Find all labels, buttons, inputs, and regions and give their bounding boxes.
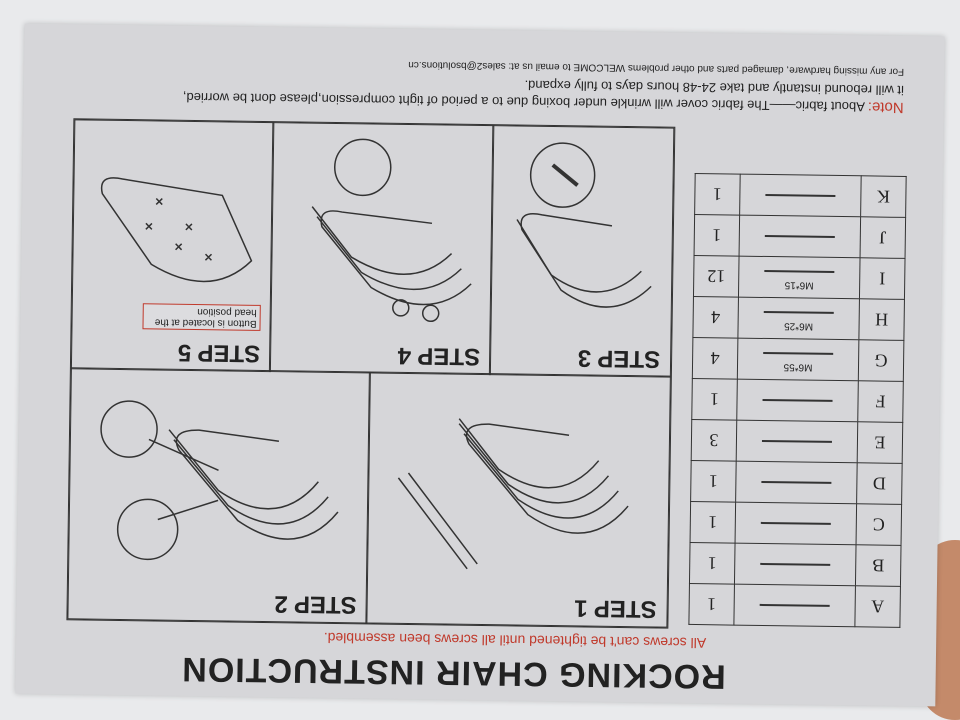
part-picture — [739, 174, 862, 217]
chair-cushion-diagram — [100, 177, 253, 283]
part-qty: 1 — [691, 378, 738, 421]
part-letter: K — [860, 175, 907, 218]
part-picture: M6*15 — [738, 256, 861, 299]
part-icon — [763, 310, 834, 314]
part-qty: 4 — [692, 296, 739, 339]
part-row: H M6*25 4 — [692, 296, 905, 341]
chair-frame-diagram — [100, 400, 339, 561]
part-letter: C — [856, 503, 902, 546]
part-picture — [733, 584, 856, 627]
note-label: Note: — [867, 98, 904, 116]
chair-frame-diagram — [311, 138, 472, 323]
subtitle: All screws can't be tightened until all … — [323, 629, 707, 652]
part-icon — [760, 562, 831, 566]
part-picture — [735, 502, 857, 545]
part-letter: J — [860, 216, 906, 259]
part-qty: 1 — [694, 214, 740, 257]
part-icon — [765, 193, 836, 197]
part-qty: 1 — [690, 460, 737, 503]
part-qty: 1 — [688, 583, 735, 626]
part-picture — [739, 215, 861, 258]
part-picture: M6*25 — [737, 297, 860, 340]
part-qty: 1 — [694, 173, 741, 216]
step-1: STEP 1 — [365, 371, 671, 628]
chair-frame-diagram — [516, 142, 652, 308]
part-spec: M6*15 — [784, 279, 814, 291]
part-letter: I — [859, 257, 906, 300]
part-icon — [762, 398, 833, 402]
part-qty: 12 — [693, 255, 740, 298]
part-spec: M6*25 — [784, 320, 814, 332]
part-row: G M6*55 4 — [692, 337, 904, 382]
part-row: I M6*15 12 — [693, 255, 906, 300]
part-picture — [735, 461, 858, 504]
step-3: STEP 3 — [488, 125, 675, 378]
part-letter: B — [855, 544, 902, 587]
step-2: STEP 2 — [67, 367, 371, 624]
part-letter: G — [858, 339, 904, 382]
part-icon — [760, 521, 831, 525]
part-qty: 3 — [691, 419, 737, 462]
part-icon — [761, 439, 832, 443]
step-5: STEP 5 Button is located at the head pos… — [70, 119, 275, 373]
fabric-note: Note: About fabric——The fabric cover wil… — [44, 51, 905, 116]
part-icon — [763, 351, 834, 355]
part-letter: A — [854, 585, 901, 628]
part-qty: 4 — [692, 337, 738, 380]
chair-frame-diagram — [397, 418, 629, 570]
part-letter: E — [857, 421, 903, 464]
part-spec: M6*55 — [783, 361, 813, 373]
part-letter: D — [856, 462, 903, 505]
part-picture — [734, 543, 857, 586]
part-letter: H — [858, 298, 905, 341]
part-icon — [764, 269, 835, 273]
part-icon — [764, 234, 835, 238]
title: ROCKING CHAIR INSTRUCTION — [181, 649, 726, 696]
step-4: STEP 4 — [268, 122, 495, 376]
part-icon — [759, 603, 830, 607]
part-qty: 1 — [690, 501, 736, 544]
support-contact: For any missing hardware, damaged parts … — [408, 58, 905, 77]
instruction-sheet: ROCKING CHAIR INSTRUCTION All screws can… — [15, 23, 945, 707]
part-picture — [736, 420, 858, 463]
part-qty: 1 — [689, 542, 736, 585]
part-icon — [761, 480, 832, 484]
steps-area: STEP 1 STEP 2 STEP 3 STEP 4 — [66, 118, 676, 629]
part-picture — [736, 379, 859, 422]
part-letter: F — [857, 380, 904, 423]
part-picture: M6*55 — [737, 338, 859, 381]
